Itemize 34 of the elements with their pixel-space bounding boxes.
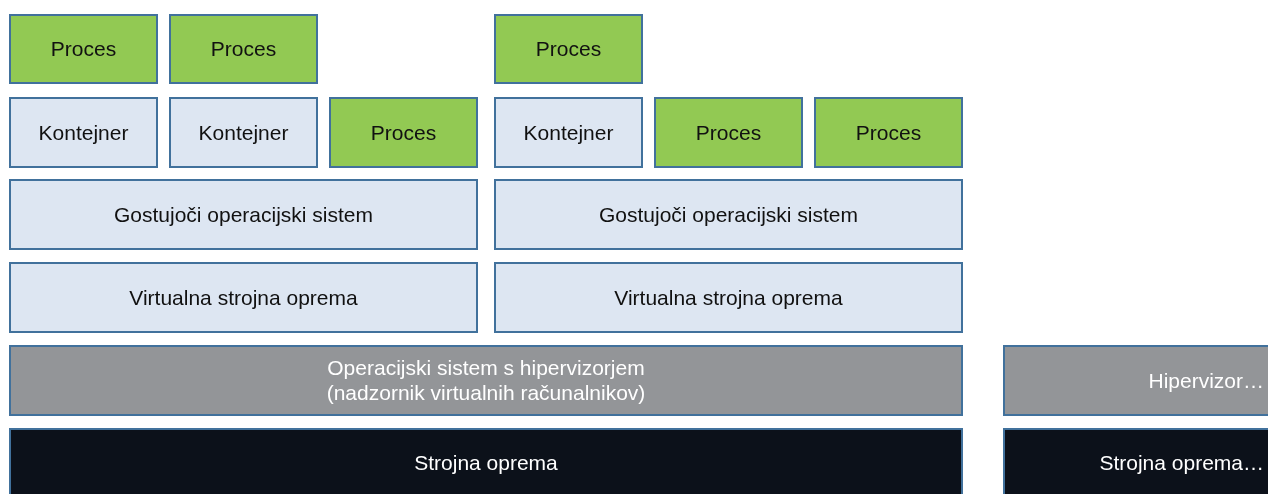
layer-label: Kontejner — [523, 120, 614, 145]
layer-box — [9, 97, 158, 168]
hardware-label: Strojna oprema — [414, 451, 558, 475]
hardware-label: Strojna oprema… — [1099, 451, 1264, 475]
layer-box — [9, 262, 478, 333]
process-box — [169, 14, 318, 84]
layer-box — [169, 97, 318, 168]
layer-box — [494, 97, 643, 168]
hardware-layer — [1003, 428, 1268, 494]
hypervisor-layer — [9, 345, 963, 416]
process-label: Proces — [855, 120, 922, 145]
process-label: Proces — [370, 120, 437, 145]
layer-label: Virtualna strojna oprema — [614, 285, 843, 310]
process-box — [654, 97, 803, 168]
process-box — [494, 14, 643, 84]
process-label: Proces — [50, 37, 117, 61]
process-label: Proces — [210, 37, 277, 61]
process-box — [814, 97, 963, 168]
layer-box — [494, 179, 963, 250]
hypervisor-layer — [1003, 345, 1268, 416]
process-label: Proces — [535, 37, 602, 61]
layer-label: Virtualna strojna oprema — [129, 285, 358, 310]
layer-label: Kontejner — [198, 120, 289, 145]
hardware-layer — [9, 428, 963, 494]
layer-label: Gostujoči operacijski sistem — [113, 202, 374, 227]
layer-label: Kontejner — [38, 120, 129, 145]
layer-box — [9, 179, 478, 250]
process-box — [9, 14, 158, 84]
hypervisor-label: Operacijski sistem s hipervizorjem (nadzornik virtualnih računalnikov) — [325, 356, 647, 405]
process-label: Proces — [695, 120, 762, 145]
layer-box — [494, 262, 963, 333]
hypervisor-label: Hipervizor… — [1148, 368, 1264, 393]
process-box — [329, 97, 478, 168]
layer-label: Gostujoči operacijski sistem — [598, 202, 859, 227]
